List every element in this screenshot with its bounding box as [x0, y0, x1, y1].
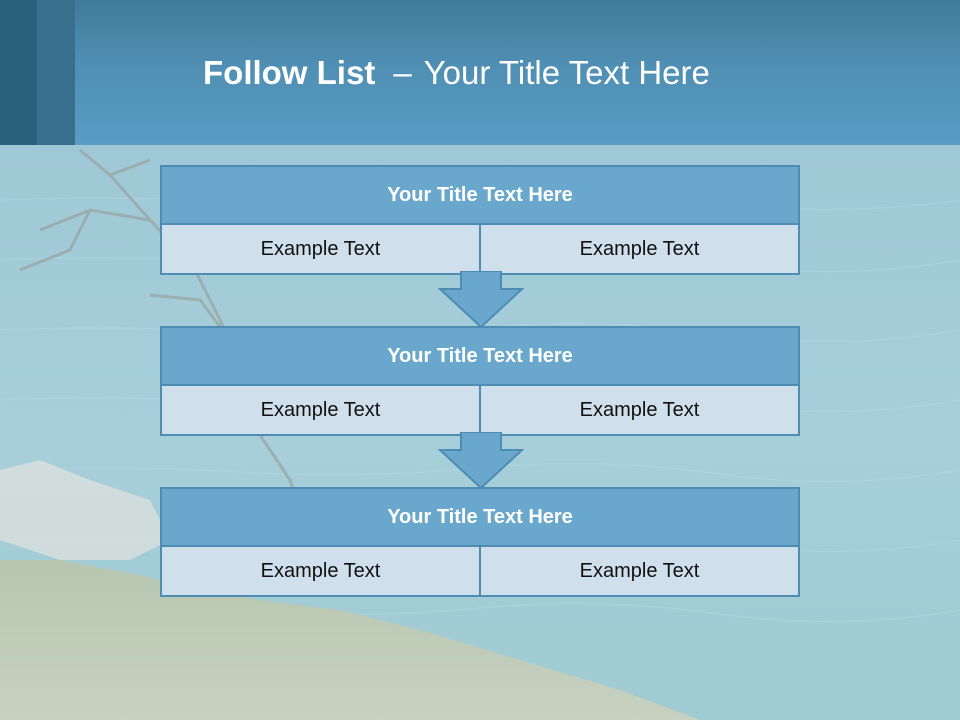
step-row: Example Text Example Text: [162, 225, 798, 273]
step-cell-left: Example Text: [260, 559, 381, 582]
step-title: Your Title Text Here: [162, 328, 798, 386]
down-arrow-icon: [438, 432, 524, 490]
step-cell-right: Example Text: [479, 547, 798, 595]
step-box: Your Title Text Here Example Text Exampl…: [160, 487, 800, 597]
step-row: Example Text Example Text: [162, 386, 798, 434]
header-band: Follow List–Your Title Text Here: [0, 0, 960, 145]
header-accent-strip: [0, 0, 37, 145]
step-cell-left: Example Text: [260, 398, 381, 421]
step-cell-right: Example Text: [479, 225, 798, 273]
slide-title: Follow List–Your Title Text Here: [203, 54, 710, 92]
step-box: Your Title Text Here Example Text Exampl…: [160, 326, 800, 436]
slide-title-bold: Follow List: [203, 54, 376, 91]
step-title: Your Title Text Here: [162, 167, 798, 225]
step-title: Your Title Text Here: [162, 489, 798, 547]
step-box: Your Title Text Here Example Text Exampl…: [160, 165, 800, 275]
down-arrow-icon: [438, 271, 524, 329]
header-accent-strip: [37, 0, 75, 145]
slide-title-rest: Your Title Text Here: [423, 54, 710, 91]
slide-title-separator: –: [393, 54, 412, 91]
step-cell-right: Example Text: [479, 386, 798, 434]
step-cell-left: Example Text: [260, 237, 381, 260]
step-row: Example Text Example Text: [162, 547, 798, 595]
